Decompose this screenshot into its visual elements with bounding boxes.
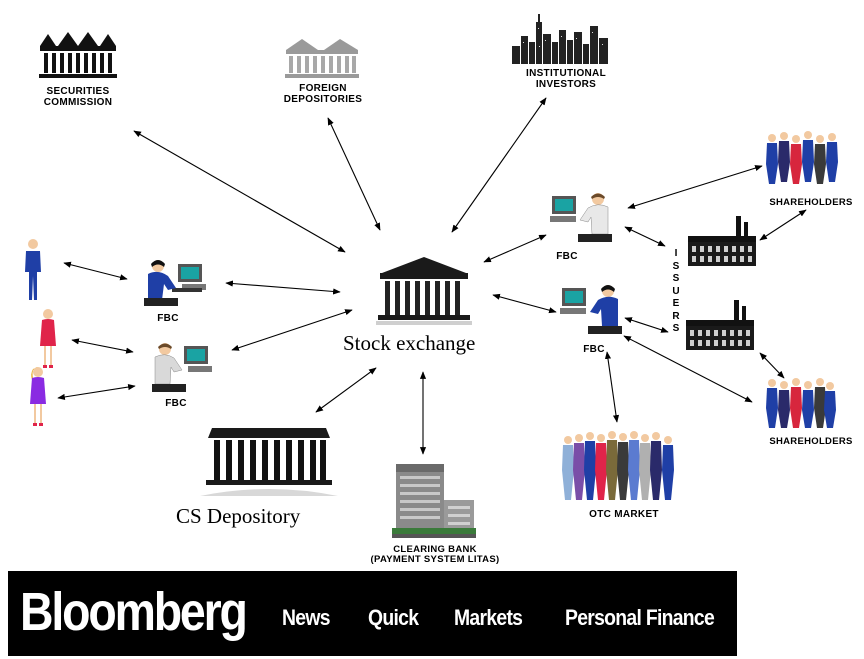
arrow-person2-fbc xyxy=(71,338,134,354)
shareholders-bottom-group-icon xyxy=(766,378,836,428)
shareholders-top-group-icon xyxy=(766,131,838,184)
arrow-person1-fbc xyxy=(63,261,128,281)
nav-quick[interactable]: Quick xyxy=(368,605,419,630)
person-red-icon xyxy=(40,309,56,368)
issuers-letter: R xyxy=(672,310,680,322)
shareholders-top-label: SHAREHOLDERS xyxy=(769,197,853,208)
nav-markets[interactable]: Markets xyxy=(454,605,523,630)
arrow-institutional-exchange xyxy=(451,97,547,233)
stock-exchange-label: Stock exchange xyxy=(343,331,476,355)
stock-exchange-building-icon xyxy=(376,257,472,325)
arrow-issuer-shareholders-b xyxy=(759,352,785,379)
arrow-fbcrt-issuer xyxy=(624,226,666,247)
arrow-csdep-exchange xyxy=(315,367,377,413)
otc-market-label: OTC MARKET xyxy=(589,509,659,520)
nav-personal-finance[interactable]: Personal Finance xyxy=(565,605,715,630)
securities-commission-building-icon xyxy=(39,32,117,78)
fbc-right-bottom-operator-icon xyxy=(560,285,622,334)
arrow-fbcrb-issuer xyxy=(624,317,669,333)
person-blue-icon xyxy=(25,239,41,300)
fbc-left-bottom-label: FBC xyxy=(165,398,187,409)
issuers-letter: I xyxy=(674,248,678,259)
arrow-fbcrb-shareholders xyxy=(623,335,753,403)
fbc-right-top-label: FBC xyxy=(556,251,578,262)
fbc-left-bottom-operator-icon xyxy=(152,343,212,392)
issuers-letter: E xyxy=(672,298,680,309)
issuer-factory-top-icon xyxy=(688,216,756,266)
arrow-securities-exchange xyxy=(133,130,346,253)
foreign-depositories-building-icon xyxy=(285,39,359,78)
fbc-left-top-label: FBC xyxy=(157,313,179,324)
institutional-investors-label: INSTITUTIONAL INVESTORS xyxy=(525,68,606,90)
nav-news[interactable]: News xyxy=(282,605,330,630)
arrow-fbcrb-exchange xyxy=(492,293,557,314)
shareholders-bottom-label: SHAREHOLDERS xyxy=(769,436,853,447)
bloomberg-banner: Bloomberg News Quick Markets Personal Fi… xyxy=(8,571,737,656)
arrow-person3-fbc xyxy=(57,384,136,400)
issuers-letter: S xyxy=(672,260,680,272)
foreign-depositories-label: FOREIGN DEPOSITORIES xyxy=(283,83,363,105)
arrow-fbcrt-shareholders xyxy=(627,165,763,209)
arrow-foreign-exchange xyxy=(327,117,381,231)
cs-depository-building-icon xyxy=(200,428,338,496)
issuers-letter: S xyxy=(672,323,680,334)
fbc-right-top-operator-icon xyxy=(550,193,612,242)
arrow-fbcrt-exchange xyxy=(483,234,547,263)
arrow-issuer-shareholders xyxy=(759,209,807,241)
issuers-letter: S xyxy=(672,273,680,284)
fbc-right-bottom-label: FBC xyxy=(583,344,605,355)
person-purple-icon xyxy=(30,367,46,426)
issuers-letter: U xyxy=(672,285,680,297)
cs-depository-label: CS Depository xyxy=(176,504,301,528)
city-skyline-icon xyxy=(512,14,608,64)
bloomberg-logo[interactable]: Bloomberg xyxy=(20,582,248,642)
otc-market-crowd-icon xyxy=(562,431,674,500)
issuer-factory-bottom-icon xyxy=(686,300,754,350)
arrow-fbclt-exchange xyxy=(225,280,341,295)
arrow-fbcrb-otc xyxy=(604,351,620,423)
clearing-bank-building-icon xyxy=(392,464,476,538)
arrow-fbclb-exchange xyxy=(231,309,353,351)
fbc-left-top-operator-icon xyxy=(144,260,206,306)
securities-commission-label: SECURITIES COMMISSION xyxy=(43,86,113,108)
clearing-bank-label: CLEARING BANK (PAYMENT SYSTEM LITAS) xyxy=(370,544,500,565)
